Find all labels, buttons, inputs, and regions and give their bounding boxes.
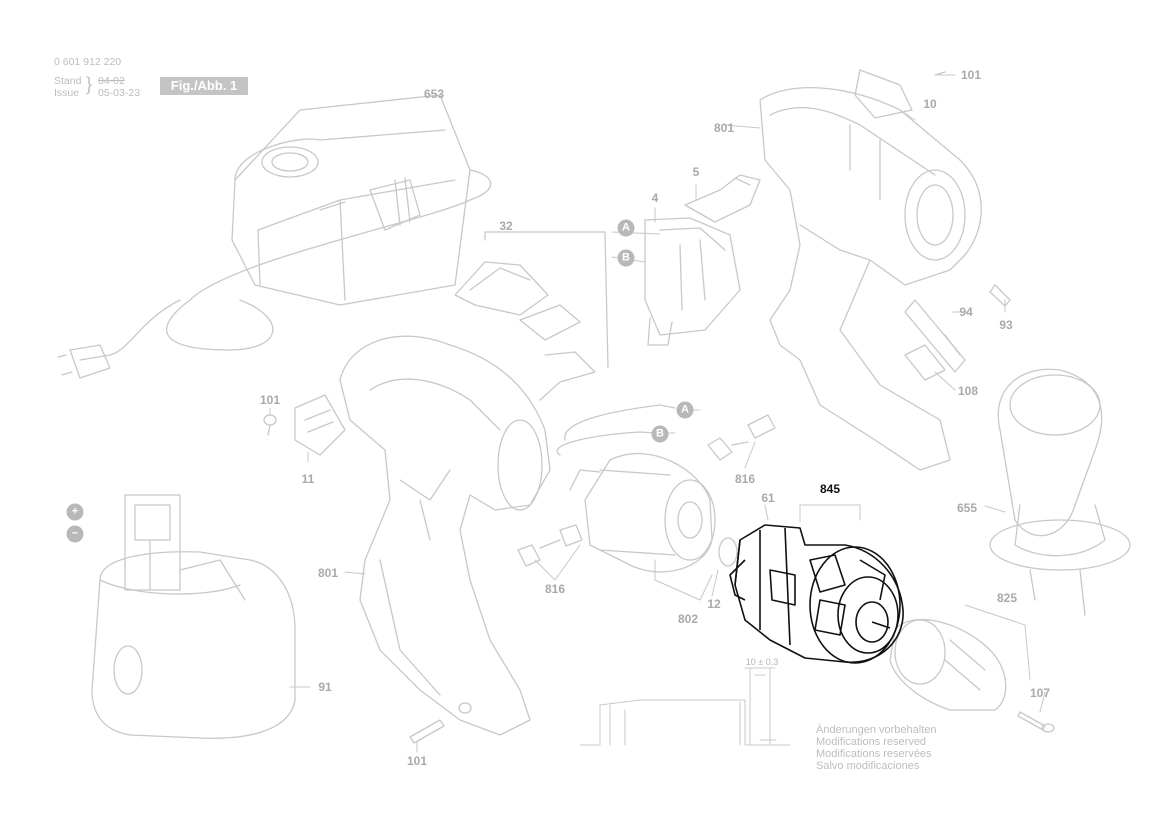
stand-label: Stand (54, 75, 82, 87)
holder-655 (989, 368, 1131, 616)
section-view (579, 667, 791, 746)
screw-107 (1017, 711, 1055, 733)
callout-10: 10 (923, 97, 937, 111)
pinion-12 (718, 537, 738, 567)
callout-5: 5 (692, 165, 700, 179)
part-number: 0 601 912 220 (54, 56, 122, 68)
housing-801-right (759, 69, 982, 471)
chuck-825 (889, 618, 1007, 711)
note-es: Salvo modificaciones (816, 760, 920, 772)
callout-825: 825 (996, 591, 1018, 605)
callout-94: 94 (959, 305, 973, 319)
dimension-label: 10 ± 0,3 (745, 657, 779, 667)
callout-655: 655 (956, 501, 978, 515)
screw-101-left (263, 414, 277, 436)
callout-4: 4 (651, 191, 659, 205)
plus-icon: + (66, 503, 84, 521)
connector-b-switch: B (617, 249, 635, 267)
motor-802 (556, 404, 716, 573)
note-fr: Modifications reservées (816, 748, 932, 760)
brush-816-lower (517, 524, 583, 567)
connector-a-motor: A (676, 401, 694, 419)
modifications-note: Änderungen vorbehalten Modifications res… (816, 724, 936, 772)
selector-5 (684, 174, 761, 223)
bit-93 (989, 284, 1011, 307)
latch-11 (294, 394, 346, 456)
brush-816-upper (707, 414, 776, 461)
housing-801-left (339, 335, 551, 736)
connector-a-switch: A (617, 219, 635, 237)
callout-101-bottom: 101 (406, 754, 428, 768)
minus-icon: − (66, 525, 84, 543)
callout-802: 802 (677, 612, 699, 626)
callout-93: 93 (999, 318, 1013, 332)
callout-101: 101 (960, 68, 982, 82)
callout-11: 11 (301, 472, 315, 486)
leader-lines (269, 74, 1046, 753)
cover-32 (454, 231, 609, 401)
callout-107: 107 (1029, 686, 1051, 700)
issue-date: 05-03-23 (98, 87, 141, 99)
callout-61: 61 (761, 491, 775, 505)
charger-653 (57, 94, 492, 379)
callout-32: 32 (499, 219, 513, 233)
callout-12: 12 (707, 597, 721, 611)
callout-801-left: 801 (317, 566, 339, 580)
callout-816-lower: 816 (544, 582, 566, 596)
screw-101-bottom (409, 702, 472, 744)
figure-label: Fig./Abb. 1 (160, 77, 248, 95)
brace: } (86, 74, 93, 94)
bit-holder-94 (904, 299, 966, 373)
note-de: Änderungen vorbehalten (816, 724, 937, 736)
connector-b-motor: B (651, 425, 669, 443)
callout-801: 801 (713, 121, 735, 135)
callout-653: 653 (423, 87, 445, 101)
callout-816-upper: 816 (734, 472, 756, 486)
issue-label: Issue (54, 87, 80, 99)
callout-91: 91 (318, 680, 332, 694)
callout-845: 845 (819, 482, 841, 496)
gearbox-845 (729, 524, 904, 664)
battery-91 (91, 494, 296, 739)
callout-108: 108 (957, 384, 979, 398)
callout-101-left: 101 (259, 393, 281, 407)
note-en: Modifications reserved (816, 736, 927, 748)
switch-4 (644, 217, 741, 346)
clip-108 (904, 344, 946, 381)
stand-date: 04-02 (98, 75, 125, 87)
